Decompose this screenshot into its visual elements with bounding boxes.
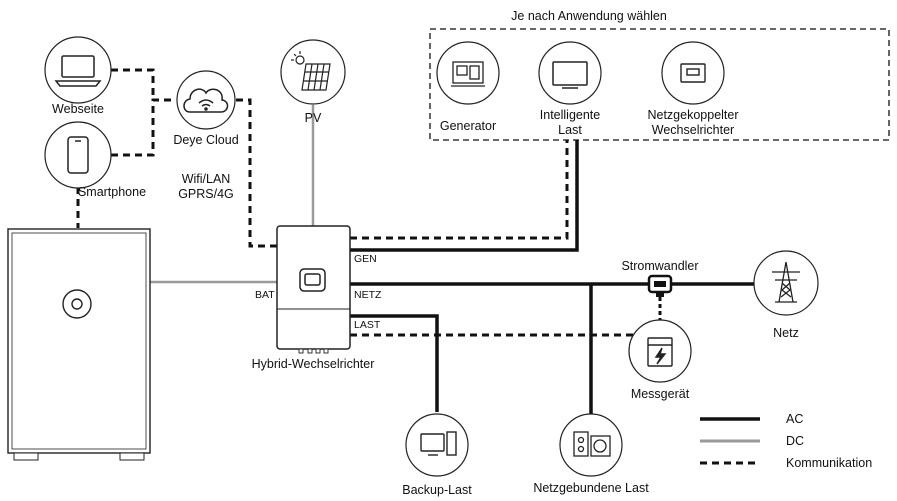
messgeraet-label: Messgerät [631, 387, 690, 401]
smart-load-icon [552, 61, 588, 89]
legend-dc-label: DC [786, 434, 804, 448]
hybrid-inverter: Hybrid-Wechselrichter [252, 225, 375, 371]
generator-label: Generator [440, 119, 496, 133]
cloud-wifi-icon [183, 88, 229, 113]
legend-ac-label: AC [786, 412, 803, 426]
comm-line-webseite [111, 68, 155, 100]
comm-line-smartphone [111, 98, 176, 157]
laptop-icon [54, 55, 102, 87]
ac-line-last [350, 314, 439, 412]
grid-inverter-icon [680, 63, 706, 83]
smartphone-icon [67, 136, 89, 174]
port-label-last: LAST [354, 319, 381, 331]
messgeraet-node: Messgerät [628, 319, 692, 401]
intelligente-label-1: Intelligente [540, 108, 601, 122]
deye-cloud-node: Deye Cloud Wifi/LAN GPRS/4G [173, 70, 239, 201]
hybrid-inverter-label: Hybrid-Wechselrichter [252, 357, 375, 371]
smartphone-label: Smartphone [78, 185, 146, 199]
intelligente-last-node: Intelligente Last [538, 41, 602, 137]
stromwandler-node: Stromwandler [621, 259, 699, 318]
current-transformer-icon [647, 274, 673, 297]
port-label-bat: BAT [255, 289, 275, 301]
comm-line-intelligente-last [350, 140, 569, 240]
gprs-4g-label: GPRS/4G [178, 187, 234, 201]
backup-last-label: Backup-Last [402, 483, 472, 497]
deye-cloud-label: Deye Cloud [173, 133, 238, 147]
stromwandler-label: Stromwandler [621, 259, 698, 273]
pv-label: PV [305, 111, 322, 125]
inverter-ports [298, 348, 329, 354]
netz-node: Netz [753, 250, 819, 340]
smartphone-node: Smartphone [44, 121, 146, 199]
battery-cabinet [7, 228, 151, 461]
generator-node: Generator [436, 41, 500, 133]
netzgekoppelter-label-1: Netzgekoppelter [647, 108, 738, 122]
appliances-icon [573, 431, 611, 457]
ac-line-gen [350, 140, 579, 252]
optional-devices-box [429, 28, 890, 141]
webseite-node: Webseite [44, 36, 112, 116]
port-label-gen: GEN [354, 253, 377, 265]
legend-comm-label: Kommunikation [786, 456, 872, 470]
netzgebundene-last-node: Netzgebundene Last [533, 413, 649, 495]
computer-icon [420, 431, 457, 456]
generator-icon [451, 61, 485, 87]
power-tower-icon [772, 261, 800, 303]
pv-node: PV [280, 39, 346, 125]
comm-line-cloud-inverter [236, 98, 277, 248]
inverter-display-icon [299, 268, 326, 292]
solar-panel-icon [291, 51, 331, 91]
netzgekoppelter-label-2: Wechselrichter [652, 123, 734, 137]
netzgekoppelter-node: Netzgekoppelter Wechselrichter [647, 41, 739, 137]
comm-line-messgeraet [350, 318, 662, 337]
legend: AC DC Kommunikation [700, 412, 872, 470]
netz-label: Netz [773, 326, 799, 340]
wifi-lan-label: Wifi/LAN [182, 172, 231, 186]
backup-last-node: Backup-Last [402, 413, 472, 497]
energy-meter-icon [647, 337, 673, 367]
intelligente-label-2: Last [558, 123, 582, 137]
netzgebundene-last-label: Netzgebundene Last [533, 481, 649, 495]
webseite-label: Webseite [52, 102, 104, 116]
optional-devices-title: Je nach Anwendung wählen [511, 9, 667, 23]
battery-power-button-icon [62, 289, 92, 319]
port-label-netz: NETZ [354, 289, 382, 301]
